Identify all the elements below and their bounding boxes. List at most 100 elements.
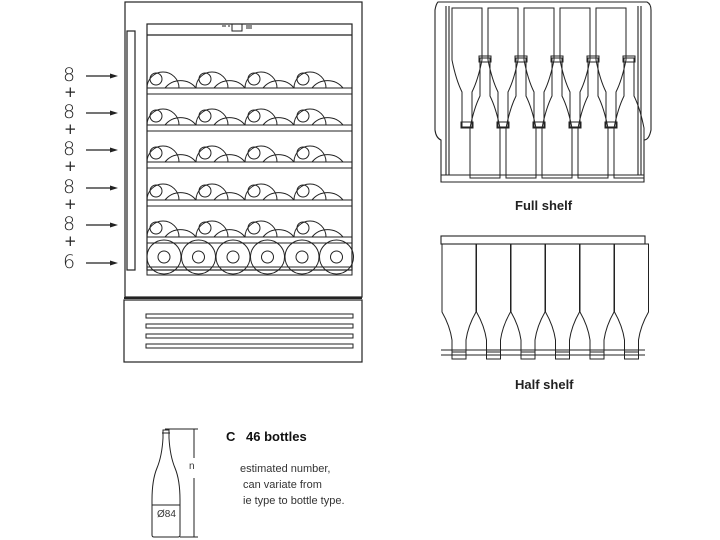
bottle-lying [614, 243, 649, 353]
bottle-front [164, 80, 197, 89]
full-shelf-caption: Full shelf [515, 198, 573, 213]
shelf-count: 8 [63, 176, 76, 198]
bottle-cap [604, 121, 618, 129]
shelf-rail [146, 266, 353, 276]
capacity-prefix: C [226, 429, 236, 444]
bottle-front [262, 117, 295, 126]
bottle-back [146, 183, 180, 201]
plus-sign: + [64, 232, 77, 250]
plus-sign: + [64, 157, 77, 175]
bottle-cap [624, 351, 639, 360]
bottle-cap [568, 121, 582, 129]
bottle-front [213, 229, 246, 238]
bottle-neck [247, 72, 261, 86]
arrow-head [110, 260, 118, 266]
bottle-base [250, 239, 285, 275]
plus-sign: + [64, 120, 77, 138]
bottle-back [146, 145, 180, 163]
arrow-head [110, 110, 118, 116]
shelf-rail [146, 124, 353, 132]
bottle-neck [295, 250, 309, 264]
plinth [123, 299, 363, 363]
bottle-front [311, 192, 344, 201]
bottle-back [244, 183, 278, 201]
shelf-row [146, 71, 353, 95]
plus-sign: + [64, 83, 77, 101]
bottle-lying [441, 243, 477, 353]
plus-sign: + [64, 195, 77, 213]
shelf-rail [146, 161, 353, 169]
bottle-front [262, 229, 295, 238]
vent-slat [145, 313, 354, 319]
bottle-cap [486, 351, 501, 360]
shelf-rail [146, 87, 353, 95]
bottle-back [244, 71, 278, 89]
bottle-inverted [469, 57, 501, 179]
bottle-base [319, 239, 354, 275]
bottle-neck [198, 72, 212, 86]
bottle-inverted [613, 57, 645, 179]
bottle-cap [514, 55, 528, 63]
shelf-count: 8 [63, 64, 76, 86]
bottle-back [146, 71, 180, 89]
bottle-base [146, 239, 182, 275]
shelf-rows [146, 71, 354, 276]
bottle-neck [198, 146, 212, 160]
shelf-row [146, 145, 353, 169]
bottle-lying [545, 243, 580, 353]
bottle-front [213, 192, 246, 201]
bottle-back [146, 108, 180, 126]
vent-slat [145, 323, 354, 329]
bottle-neck [296, 146, 310, 160]
bottle-cap [532, 121, 546, 129]
bottle-lying [579, 243, 615, 353]
bottle-back [195, 71, 229, 89]
bottle-upright [451, 7, 483, 128]
shelf-row [146, 220, 353, 244]
bottle-neck [247, 184, 261, 198]
arrows [86, 73, 118, 266]
bottle-cap [451, 351, 467, 360]
bottle-front [164, 192, 197, 201]
bottle-cap [550, 55, 564, 63]
bottle-neck [296, 72, 310, 86]
bottle-front [311, 80, 344, 89]
shelf-rail [146, 199, 353, 207]
shelf-row [146, 239, 354, 276]
bottle-front [213, 80, 246, 89]
capacity-title: 46 bottles [246, 429, 307, 444]
shelf-rail [146, 236, 353, 244]
shelf-count: 8 [63, 138, 76, 160]
bottle-back [195, 220, 229, 238]
bottle-back [195, 183, 229, 201]
bottle-cap [622, 55, 636, 63]
bottle-cap [586, 55, 600, 63]
shelf-count: 8 [63, 101, 76, 123]
full-shelf-drawing [434, 1, 652, 183]
bottle-front [164, 117, 197, 126]
bottle-back [244, 108, 278, 126]
bottle-neck [247, 221, 261, 235]
shelf-count: 6 [63, 251, 76, 273]
bottle-front [311, 229, 344, 238]
bottle-cap [478, 55, 492, 63]
bottle-back [195, 145, 229, 163]
bottle-inverted [577, 57, 609, 179]
shelf-row [146, 183, 353, 207]
bottle-upright [559, 7, 591, 128]
vent-slat [145, 343, 354, 349]
bottle-neck [149, 72, 163, 86]
bottle-neck [198, 109, 212, 123]
bottle-neck [192, 250, 205, 264]
bottle-neck [296, 221, 310, 235]
bottle-neck [247, 109, 261, 123]
note-line-2: can variate from [243, 479, 322, 491]
bottle-neck [198, 221, 212, 235]
note-line-3: ie type to bottle type. [243, 495, 345, 507]
bottle-front [262, 80, 295, 89]
vent-slat [145, 333, 354, 339]
shelf-row [146, 108, 353, 132]
bottle-inverted [541, 57, 573, 179]
cabinet-window [146, 23, 353, 271]
